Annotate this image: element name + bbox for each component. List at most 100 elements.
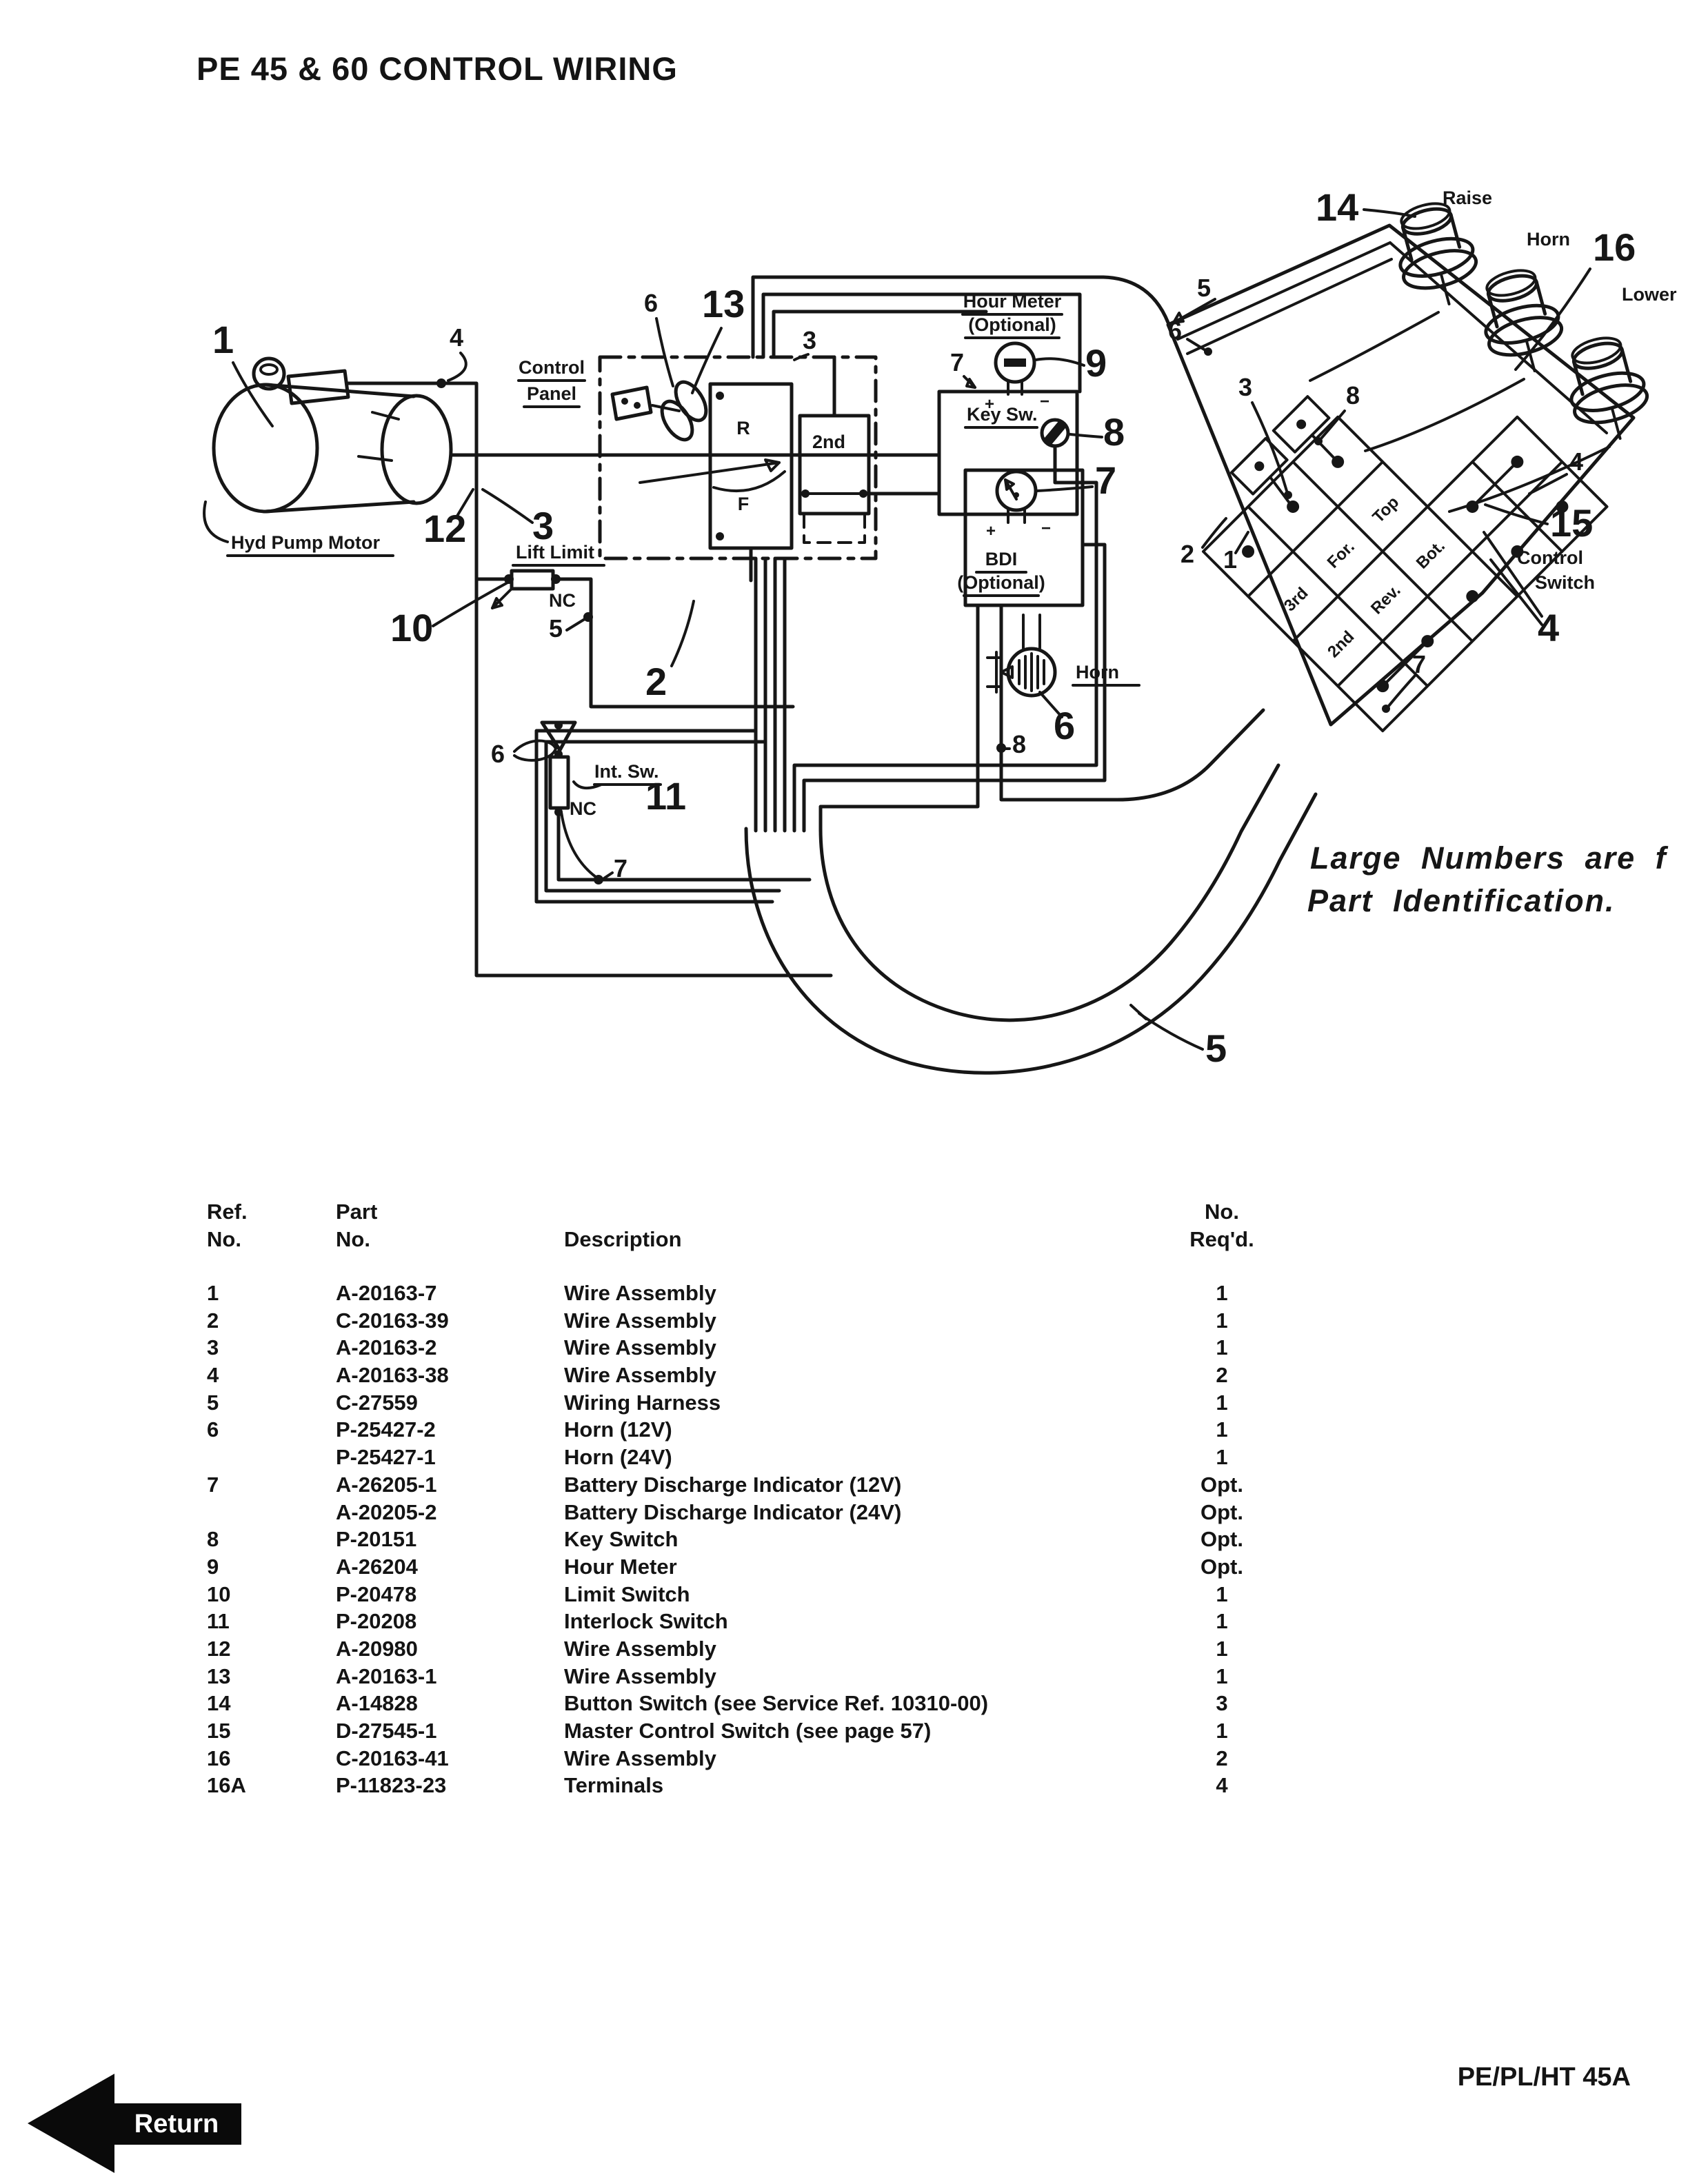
col-header-desc: Description bbox=[564, 1227, 682, 1251]
callout-5-nc: 5 bbox=[549, 614, 563, 643]
lower-label: Lower bbox=[1622, 284, 1677, 305]
hour-meter: Hour Meter (Optional) + − bbox=[961, 291, 1063, 414]
callout-1-pendant: 1 bbox=[1223, 545, 1237, 574]
callout-4-pendant-r: 4 bbox=[1569, 447, 1583, 476]
parts-table: Ref. No. Part No. Description No. Req'd.… bbox=[0, 1200, 1688, 1799]
callout-6-pendant: 6 bbox=[1168, 316, 1182, 345]
callout-16: 16 bbox=[1593, 225, 1636, 269]
bdi-label-1: BDI bbox=[985, 549, 1018, 569]
grid-cell-for: For. bbox=[1324, 537, 1358, 572]
bdi-plus: + bbox=[986, 522, 996, 540]
interlock-switch-label: Int. Sw. bbox=[594, 761, 659, 782]
lift-limit-switch: Lift Limit NC bbox=[491, 542, 605, 622]
col-header-part-2: No. bbox=[336, 1227, 370, 1251]
return-button[interactable]: Return bbox=[28, 2074, 241, 2177]
callout-4-pendant: 4 bbox=[1538, 606, 1559, 649]
second-speed-label: 2nd bbox=[812, 432, 845, 452]
callout-11: 11 bbox=[645, 774, 686, 818]
callout-5-pendant: 5 bbox=[1197, 274, 1211, 302]
callout-1: 1 bbox=[212, 318, 234, 361]
col-header-ref-2: No. bbox=[207, 1227, 241, 1251]
control-switch-label-2: Switch bbox=[1535, 572, 1595, 593]
callout-7-interlock: 7 bbox=[614, 854, 627, 882]
lift-limit-label: Lift Limit bbox=[516, 542, 594, 563]
col-header-part-1: Part bbox=[336, 1200, 378, 1224]
hyd-pump-motor-label: Hyd Pump Motor bbox=[231, 532, 380, 553]
control-panel: Control Panel R F 2nd bbox=[517, 355, 941, 583]
callout-9: 9 bbox=[1085, 341, 1107, 385]
horn: Horn bbox=[986, 603, 1265, 802]
grid-cell-top: Top bbox=[1369, 493, 1403, 527]
callout-8-key: 8 bbox=[1103, 410, 1125, 454]
doc-code: PE/PL/HT 45A bbox=[1457, 2063, 1631, 2092]
callouts: 1 4 1 2 3 10 5 2 6 13 3 7 9 bbox=[212, 185, 1677, 1070]
lift-limit-nc-label: NC bbox=[549, 590, 576, 611]
callout-6-panel: 6 bbox=[644, 289, 658, 317]
callout-10: 10 bbox=[390, 606, 433, 649]
forward-contact-label: F bbox=[738, 494, 750, 514]
grid-cell-rev: Rev. bbox=[1367, 581, 1405, 618]
control-panel-label-1: Control bbox=[519, 357, 585, 378]
interlock-switch: Int. Sw. NC bbox=[513, 720, 812, 904]
callout-7-bdi: 7 bbox=[1095, 458, 1116, 502]
battery-discharge-indicator: + − BDI (Optional) bbox=[802, 468, 1107, 833]
hour-meter-label-2: (Optional) bbox=[968, 314, 1056, 335]
grid-cell-2nd: 2nd bbox=[1324, 627, 1358, 661]
col-header-ref-1: Ref. bbox=[207, 1200, 248, 1224]
col-header-qty-2: Req'd. bbox=[1189, 1227, 1254, 1251]
horn-label: Horn bbox=[1076, 662, 1119, 682]
hour-meter-plus: + bbox=[985, 395, 994, 414]
return-button-label: Return bbox=[134, 2110, 219, 2138]
reverse-contact-label: R bbox=[736, 418, 750, 438]
control-panel-label-2: Panel bbox=[527, 383, 576, 404]
raise-label: Raise bbox=[1443, 188, 1492, 208]
wiring-diagram: Hyd Pump Motor Control Panel bbox=[203, 185, 1677, 1075]
wiring-harness bbox=[744, 556, 1318, 1075]
col-header-qty-1: No. bbox=[1205, 1200, 1239, 1224]
grid-cell-bot: Bot. bbox=[1413, 537, 1449, 573]
hyd-pump-motor: Hyd Pump Motor bbox=[203, 356, 453, 557]
note-line-1: Large Numbers are f bbox=[1310, 840, 1669, 876]
control-switch-label-1: Control bbox=[1517, 547, 1583, 568]
note: Large Numbers are f Part Identification. bbox=[1307, 840, 1669, 918]
hour-meter-label-1: Hour Meter bbox=[963, 291, 1062, 312]
key-switch: Key Sw. bbox=[792, 390, 1098, 833]
callout-3-left: 3 bbox=[532, 504, 554, 547]
callout-2-pendant: 2 bbox=[1180, 540, 1194, 568]
callout-5-harness: 5 bbox=[1205, 1027, 1227, 1070]
return-arrow-icon bbox=[28, 2074, 114, 2173]
hour-meter-minus: − bbox=[1040, 392, 1049, 411]
parts-table-header: Ref. No. Part No. Description No. Req'd. bbox=[0, 1200, 1688, 1280]
callout-8-pendant: 8 bbox=[1346, 381, 1360, 410]
wire-runs-left bbox=[346, 378, 941, 978]
callout-7-hourmeter: 7 bbox=[950, 348, 964, 376]
callout-8-horn: 8 bbox=[1012, 730, 1026, 758]
callout-3-pendant: 3 bbox=[1238, 373, 1252, 401]
bdi-minus: − bbox=[1041, 519, 1051, 538]
lower-button bbox=[1569, 336, 1649, 440]
bdi-label-2: (Optional) bbox=[957, 572, 1045, 593]
callout-2-left: 2 bbox=[645, 660, 667, 703]
callout-13: 13 bbox=[702, 282, 745, 325]
callout-14: 14 bbox=[1316, 185, 1358, 229]
raise-button bbox=[1398, 202, 1478, 305]
callout-6-interlock: 6 bbox=[491, 740, 505, 768]
